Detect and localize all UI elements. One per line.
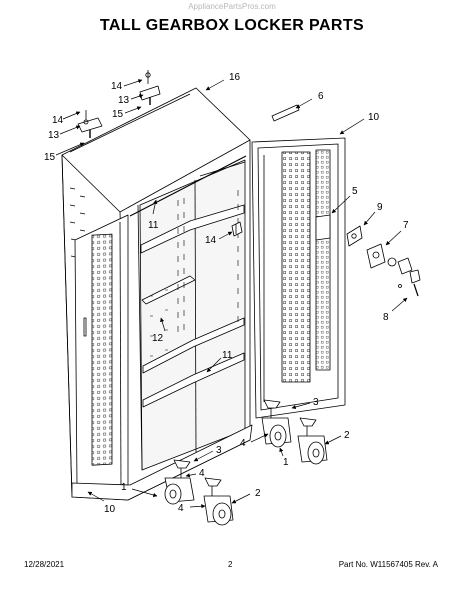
handle-bar xyxy=(271,104,300,122)
callout-11-lower: 11 xyxy=(222,350,233,361)
callout-4-front-upper: 4 xyxy=(199,468,205,479)
caster-rear-left xyxy=(261,399,292,448)
callout-5: 5 xyxy=(352,186,358,197)
callout-9: 9 xyxy=(377,202,383,213)
callout-2-rear: 2 xyxy=(344,430,350,441)
screw xyxy=(231,221,243,237)
leader-lines xyxy=(55,79,408,509)
callout-4-front-lower: 4 xyxy=(178,503,184,514)
page-title: TALL GEARBOX LOCKER PARTS xyxy=(99,17,365,34)
callout-6: 6 xyxy=(318,91,324,102)
watermark: AppliancePartsPros.com xyxy=(188,2,276,11)
shelf-adjust-slots xyxy=(150,190,239,357)
callout-14-upper: 14 xyxy=(111,81,123,92)
callout-11-upper: 11 xyxy=(148,220,159,231)
callout-15-upper: 15 xyxy=(112,109,124,120)
cabinet-shelves xyxy=(140,204,245,408)
callout-14-left: 14 xyxy=(52,115,64,126)
caster-front-left xyxy=(164,459,195,505)
callout-13-left: 13 xyxy=(48,130,60,141)
mounting-bracket-left xyxy=(77,110,103,138)
callout-3-rear: 3 xyxy=(313,397,319,408)
callout-12: 12 xyxy=(152,333,164,344)
caster-rear-right xyxy=(297,417,328,465)
lock-assembly xyxy=(346,225,421,297)
footer-date: 12/28/2021 xyxy=(24,560,65,569)
callout-1-front: 1 xyxy=(121,482,127,493)
callout-10-top: 10 xyxy=(368,112,380,123)
callout-16: 16 xyxy=(229,72,241,83)
callout-8: 8 xyxy=(383,312,389,323)
callout-2-front: 2 xyxy=(255,488,261,499)
caster-front-right xyxy=(203,477,234,526)
footer-page-number: 2 xyxy=(228,560,233,569)
callout-10-bottom: 10 xyxy=(104,504,116,515)
callout-3-front: 3 xyxy=(216,445,222,456)
callout-7: 7 xyxy=(403,220,409,231)
callout-4-rear: 4 xyxy=(240,438,246,449)
callout-14-mid: 14 xyxy=(205,235,217,246)
right-door xyxy=(251,137,346,419)
callout-15-left: 15 xyxy=(44,152,56,163)
footer-part-number: Part No. W11567405 Rev. A xyxy=(338,560,438,569)
callout-labels: 16 6 10 14 13 15 14 13 15 11 14 5 9 7 8 … xyxy=(44,72,409,515)
callout-1-rear: 1 xyxy=(283,457,289,468)
mounting-bracket-right xyxy=(139,70,161,105)
left-door xyxy=(74,214,129,498)
callout-13-upper: 13 xyxy=(118,95,130,106)
